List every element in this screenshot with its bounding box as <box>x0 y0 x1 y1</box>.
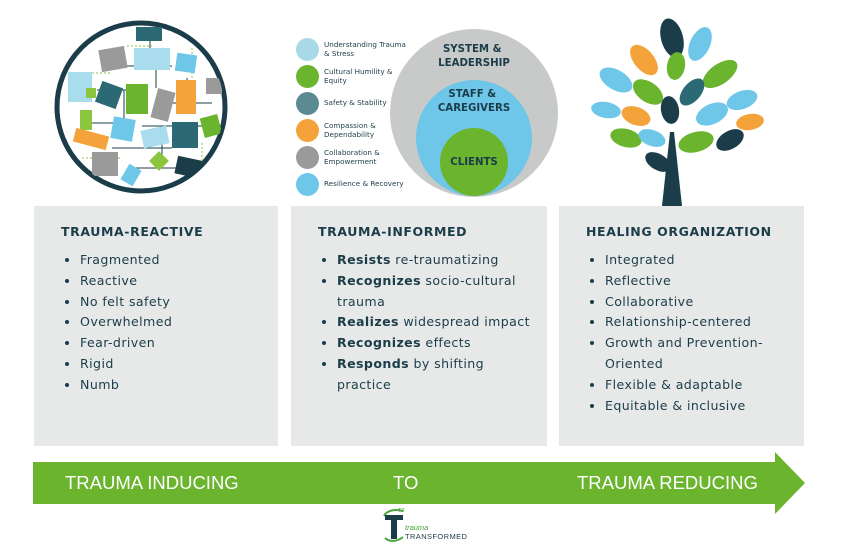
list-item: No felt safety <box>61 292 172 313</box>
legend-label: Resilience & Recovery <box>324 179 404 189</box>
list-item: Fear-driven <box>61 333 172 354</box>
legend-label: Collaboration & Empowerment <box>324 148 380 166</box>
arrow-right-icon <box>33 452 805 514</box>
legend-dot <box>296 173 319 196</box>
legend-item: Safety & Stability <box>296 90 416 117</box>
list-item: Recognizes effects <box>318 333 534 354</box>
panel-trauma-informed: TRAUMA-INFORMED Resists re-traumatizing … <box>291 206 547 446</box>
list-item-rest: re-traumatizing <box>390 252 499 267</box>
panel-healing-organization: HEALING ORGANIZATION Integrated Reflecti… <box>559 206 804 446</box>
legend-item: Resilience & Recovery <box>296 171 416 198</box>
principles-legend: Understanding Trauma & Stress Cultural H… <box>296 36 416 198</box>
arrow-label-start: TRAUMA INDUCING <box>65 472 239 493</box>
legend-dot <box>296 38 319 61</box>
legend-item: Understanding Trauma & Stress <box>296 36 416 63</box>
list-item-verb: Recognizes <box>337 272 422 288</box>
panel-title: TRAUMA-INFORMED <box>318 224 468 239</box>
list-item-rest: socio-cultural trauma <box>337 272 516 309</box>
panel-trauma-reactive: TRAUMA-REACTIVE Fragmented Reactive No f… <box>34 206 278 446</box>
logo-word-transformed: TRANSFORMED <box>405 532 468 541</box>
list-item: Realizes widespread impact <box>318 312 534 333</box>
legend-dot <box>296 119 319 142</box>
logo-superscript: T3 <box>398 508 404 514</box>
list-item: Resists re-traumatizing <box>318 250 534 271</box>
list-item-rest: effects <box>421 335 472 351</box>
legend-label: Cultural Humility & Equity <box>324 67 393 85</box>
legend-dot <box>296 146 319 169</box>
list-item: Collaborative <box>586 292 796 313</box>
legend-item: Cultural Humility & Equity <box>296 63 416 90</box>
label-staff-caregivers: STAFF & CAREGIVERS <box>438 89 510 114</box>
list-item: Rigid <box>61 354 172 375</box>
list-item: Growth and Prevention-Oriented <box>586 333 796 375</box>
trauma-transformed-logo: T3 trauma TRANSFORMED <box>381 504 471 544</box>
list-item-verb: Resists <box>337 252 391 267</box>
tree-illustration <box>591 18 764 206</box>
list-item-rest: by shifting practice <box>337 355 485 392</box>
legend-label: Safety & Stability <box>324 98 387 108</box>
reactive-list: Fragmented Reactive No felt safety Overw… <box>61 250 172 396</box>
label-clients: CLIENTS <box>450 157 498 168</box>
list-item-verb: Recognizes <box>337 335 422 351</box>
legend-item: Compassion & Dependability <box>296 117 416 144</box>
list-item: Overwhelmed <box>61 312 172 333</box>
fragmented-system-illustration <box>54 20 228 194</box>
list-item: Reactive <box>61 271 172 292</box>
list-item: Fragmented <box>61 250 172 271</box>
logo-mark-icon: T3 <box>383 508 404 542</box>
list-item: Reflective <box>586 271 796 292</box>
list-item: Numb <box>61 375 172 396</box>
arrow-label-end: TRAUMA REDUCING <box>577 472 758 493</box>
legend-item: Collaboration & Empowerment <box>296 144 416 171</box>
logo-word-trauma: trauma <box>405 523 429 532</box>
arrow-label-middle: TO <box>393 472 419 493</box>
nested-circles-diagram: SYSTEM & LEADERSHIP STAFF & CAREGIVERS C… <box>390 29 558 197</box>
informed-list: Resists re-traumatizing Recognizes socio… <box>318 250 534 396</box>
legend-label: Understanding Trauma & Stress <box>324 40 406 58</box>
panel-title: HEALING ORGANIZATION <box>586 224 772 239</box>
list-item: Flexible & adaptable <box>586 375 796 396</box>
list-item: Recognizes socio-cultural trauma <box>318 271 534 313</box>
list-item-verb: Responds <box>337 355 410 371</box>
label-system-leadership: SYSTEM & LEADERSHIP <box>438 44 510 69</box>
list-item-rest: widespread impact <box>398 314 530 330</box>
progression-arrow: TRAUMA INDUCING TO TRAUMA REDUCING <box>33 452 805 514</box>
legend-dot <box>296 92 319 115</box>
circle-clients <box>440 128 508 196</box>
legend-dot <box>296 65 319 88</box>
list-item: Responds by shifting practice <box>318 354 534 396</box>
list-item: Integrated <box>586 250 796 271</box>
list-item-verb: Realizes <box>337 314 399 330</box>
list-item: Equitable & inclusive <box>586 396 796 417</box>
legend-label: Compassion & Dependability <box>324 121 376 139</box>
healing-list: Integrated Reflective Collaborative Rela… <box>586 250 796 416</box>
panel-title: TRAUMA-REACTIVE <box>61 224 204 239</box>
list-item: Relationship-centered <box>586 312 796 333</box>
